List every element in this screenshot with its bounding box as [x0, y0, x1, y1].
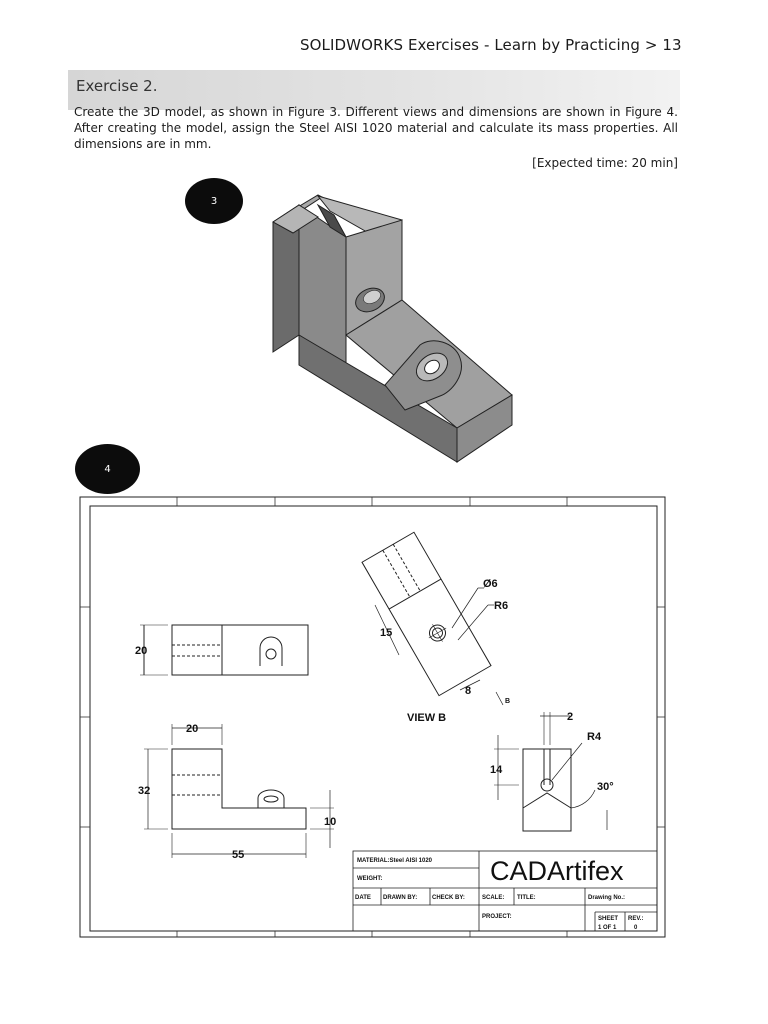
dim-view-b-15: 15 [380, 627, 392, 639]
dim-front-width: 20 [186, 723, 198, 735]
tb-rev-value: 0 [634, 925, 638, 931]
company-logo-text: CADArtifex [490, 856, 624, 886]
dim-side-height: 14 [490, 764, 503, 776]
exercise-title-bar [68, 70, 680, 110]
dim-view-b-radius: R6 [494, 600, 508, 612]
dim-side-radius: R4 [587, 731, 602, 743]
figure-3-number: 3 [210, 195, 218, 207]
tb-date: DATE [355, 895, 371, 901]
top-view [140, 624, 309, 676]
tb-scale: SCALE: [482, 895, 504, 901]
tb-drawing-no: Drawing No.: [588, 895, 625, 901]
exercise-description: Create the 3D model, as shown in Figure … [74, 105, 678, 151]
exercise-title: Exercise 2. [76, 77, 158, 95]
dim-side-slot: 2 [567, 711, 573, 723]
side-view [494, 712, 608, 832]
figure-4-number: 4 [104, 463, 111, 475]
expected-time: [Expected time: 20 min] [532, 156, 678, 170]
tb-rev: REV.: [628, 916, 643, 922]
tb-check-by: CHECK BY: [432, 895, 465, 901]
dim-view-b-8: 8 [465, 685, 471, 697]
dim-front-thickness: 10 [324, 816, 336, 828]
view-b-label: VIEW B [407, 712, 446, 724]
arrow-b-label: B [505, 698, 510, 705]
tb-weight: WEIGHT: [357, 876, 382, 882]
tb-material: MATERIAL:Steel AISI 1020 [357, 858, 433, 864]
view-b [361, 531, 492, 697]
dim-front-length: 55 [232, 849, 244, 861]
dim-front-height: 32 [138, 785, 150, 797]
dim-side-angle: 30° [597, 781, 614, 793]
dim-view-b-hole: Ø6 [483, 578, 498, 590]
title-block [352, 850, 658, 932]
zone-ticks [80, 497, 665, 937]
tb-drawn-by: DRAWN BY: [383, 895, 417, 901]
front-view [144, 724, 334, 858]
tb-project: PROJECT: [482, 914, 512, 920]
figure-3-badge: 3 [185, 178, 243, 224]
dim-top-height: 20 [135, 645, 147, 657]
view-b-leaders [374, 587, 504, 706]
tb-sheet: SHEET [598, 916, 618, 922]
figure-4-badge: 4 [75, 444, 140, 494]
tb-title: TITLE: [517, 895, 536, 901]
page-running-header: SOLIDWORKS Exercises - Learn by Practici… [300, 36, 682, 54]
tb-sheet-value: 1 OF 1 [598, 925, 617, 931]
